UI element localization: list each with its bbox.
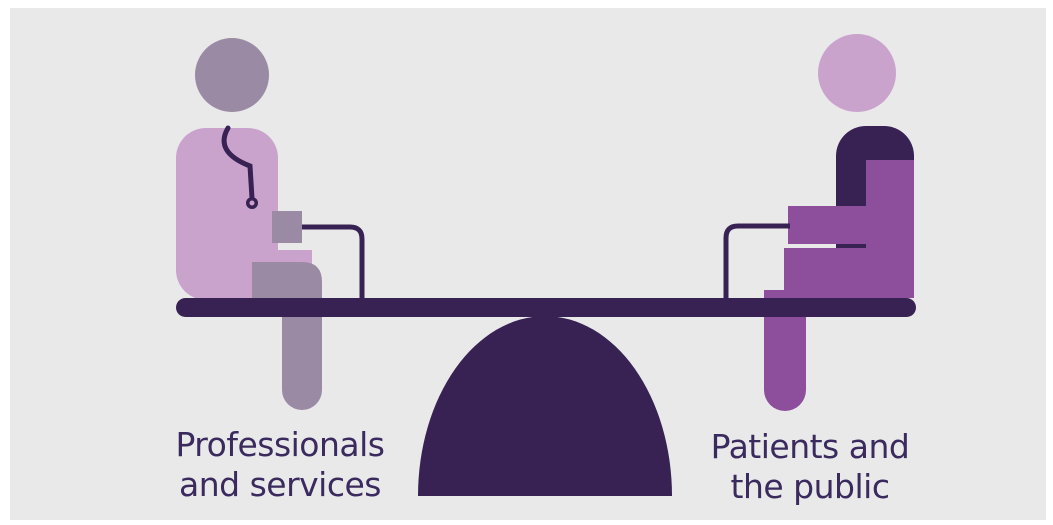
patient-leg xyxy=(764,290,806,411)
professional-figure-icon xyxy=(176,38,365,410)
professionals-caption-line2: and services xyxy=(179,465,381,504)
patients-caption: Patients and the public xyxy=(690,427,930,507)
patient-figure-icon xyxy=(723,34,914,411)
professional-leg xyxy=(252,262,322,410)
patients-caption-line1: Patients and xyxy=(710,427,910,466)
left-handle xyxy=(302,224,365,304)
professionals-caption-line1: Professionals xyxy=(175,425,385,464)
seesaw-fulcrum xyxy=(418,316,672,496)
patient-hand xyxy=(788,206,808,244)
professional-head xyxy=(195,38,269,112)
patient-head xyxy=(818,34,896,112)
stethoscope-icon xyxy=(221,125,255,201)
professional-hand xyxy=(272,211,302,243)
professionals-caption: Professionals and services xyxy=(160,425,400,505)
patients-caption-line2: the public xyxy=(730,467,890,506)
patient-lap xyxy=(784,248,914,298)
right-handle xyxy=(723,223,790,304)
patient-forearm xyxy=(788,206,914,244)
seesaw-plank xyxy=(176,298,916,317)
